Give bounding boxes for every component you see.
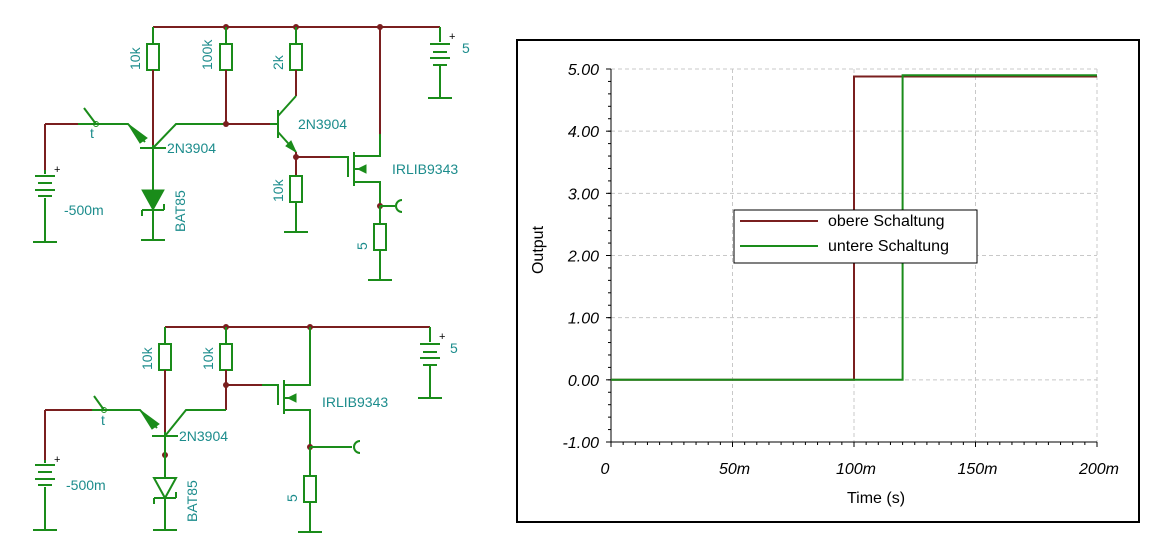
transistor-label-q1-top: 2N3904 [167,140,216,156]
resistor-label-r3-top: 2k [270,54,286,70]
x-axis-label: Time (s) [847,490,905,507]
x-tick-label: 0 [601,461,610,478]
y-tick-label: 2.00 [567,249,599,266]
legend-entry-untere: untere Schaltung [828,238,949,255]
x-tick-label: 150m [957,461,997,478]
y-tick-labels: -1.00 0.00 1.00 2.00 3.00 4.00 5.00 [563,62,600,452]
legend: obere Schaltung untere Schaltung [733,209,978,264]
x-tick-label: 50m [719,461,750,478]
x-tick-labels: 0 50m 100m 150m 200m [601,461,1119,478]
svg-text:+: + [54,164,60,176]
output-chart: -1.00 0.00 1.00 2.00 3.00 4.00 5.00 0 50m 100m 15… [516,39,1140,523]
legend-box [733,209,978,264]
battery-label-top: 5 [462,40,470,56]
switch-label-top: t [90,125,94,141]
y-tick-label: -1.00 [563,435,600,452]
source-label-top: -500m [64,202,104,218]
y-tick-label: 1.00 [568,311,599,328]
x-tick-label: 200m [1078,461,1119,478]
battery-label-bottom: 5 [450,340,458,356]
diode-label-bottom: BAT85 [184,480,200,522]
legend-entry-obere: obere Schaltung [828,213,945,230]
y-axis-label: Output [530,225,547,274]
voltage-source-top: + [33,164,60,243]
svg-text:+: + [439,331,445,343]
battery-5v-bottom: + [418,327,445,399]
switch-label-bottom: t [101,412,105,428]
resistor-label-r4-top: 10k [270,178,286,202]
x-tick-label: 100m [836,461,876,478]
resistor-label-r3-bottom: 5 [284,494,300,502]
y-tick-label: 4.00 [568,124,599,141]
svg-text:+: + [54,454,60,466]
y-tick-label: 5.00 [568,62,599,79]
resistor-label-r2-bottom: 10k [200,346,216,370]
top-circuit: + 5 10k 100k 2k t [33,24,470,281]
resistor-label-r1-top: 10k [127,46,143,70]
transistor-label-q1-bottom: 2N3904 [179,428,228,444]
chart-frame [516,39,1140,523]
mosfet-label-bottom: IRLIB9343 [322,394,388,410]
resistor-label-r5-top: 5 [354,242,370,250]
resistor-label-r2-top: 100k [199,39,215,70]
voltage-source-bottom: + [33,454,60,531]
battery-5v-top: + [428,27,455,99]
y-tick-label: 3.00 [568,186,599,203]
resistor-label-r1-bottom: 10k [139,346,155,370]
transistor-label-q2-top: 2N3904 [298,116,347,132]
bottom-circuit: + 5 10k 10k t + -500m [33,324,458,533]
diode-label-top: BAT85 [172,190,188,232]
mosfet-label-top: IRLIB9343 [392,161,458,177]
source-label-bottom: -500m [66,477,106,493]
y-tick-label: 0.00 [568,373,599,390]
svg-text:+: + [449,31,455,43]
